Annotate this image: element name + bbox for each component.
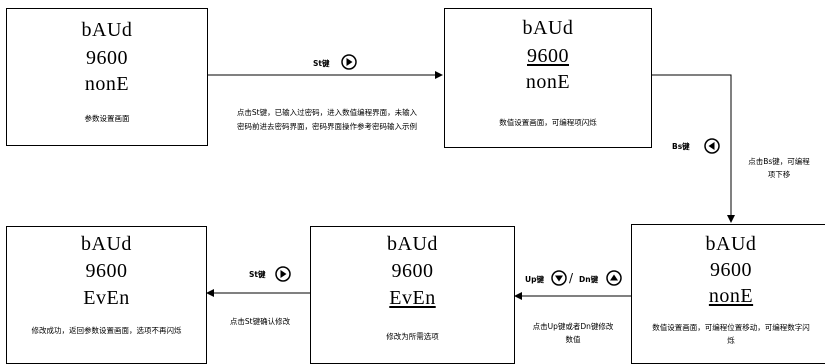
- display-line-1: bAUd: [81, 233, 132, 255]
- transition-note-line-2: 数值: [565, 335, 581, 344]
- transition-note-line-1: 点击St键，已输入过密码，进入数值编程界面，未输入: [236, 108, 418, 117]
- display-line-3-blinking: nonE: [708, 285, 754, 307]
- left-arrow-icon: [704, 138, 720, 154]
- st-key-label: St键: [249, 270, 266, 279]
- screen-caption-line-1: 数值设置画面，可编程位置移动，可编程数字闪: [652, 323, 810, 332]
- screen-option-modified: bAUd 9600 EvEn 修改为所需选项: [310, 226, 515, 364]
- st-key-label: St键: [313, 59, 330, 68]
- transition-note-line-1: 点击Up键或者Dn键修改: [532, 322, 614, 331]
- display-line-1: bAUd: [522, 17, 574, 39]
- display-line-1: bAUd: [81, 19, 133, 41]
- screen-caption: 修改成功，返回参数设置画面，选项不再闪烁: [31, 326, 182, 335]
- display-line-3: nonE: [84, 73, 130, 95]
- display-line-3: nonE: [525, 71, 571, 93]
- display-line-2: 9600: [710, 259, 752, 281]
- right-arrow-icon: [341, 54, 357, 70]
- transition-note-line-1: 点击Bs键，可编程: [748, 157, 810, 166]
- screen-value-setting: bAUd 9600 nonE 数值设置画面，可编程项闪烁: [444, 8, 652, 148]
- display-line-2: 9600: [85, 260, 128, 282]
- display-line-3: EvEn: [83, 287, 130, 309]
- transition-note-line-2: 项下移: [767, 170, 791, 179]
- bs-key-label: Bs键: [672, 142, 690, 151]
- display-line-2: 9600: [86, 47, 128, 69]
- screen-modify-success: bAUd 9600 EvEn 修改成功，返回参数设置画面，选项不再闪烁: [6, 226, 207, 364]
- down-arrow-icon: [551, 270, 567, 286]
- screen-caption: 修改为所需选项: [386, 332, 439, 341]
- arrow-screen2-to-screen3: [652, 74, 735, 223]
- display-line-1: bAUd: [387, 233, 438, 255]
- screen-value-editing: bAUd 9600 nonE 数值设置画面，可编程位置移动，可编程数字闪 烁: [631, 224, 825, 364]
- display-line-3-blinking: EvEn: [389, 287, 436, 309]
- display-line-2-blinking: 9600: [527, 45, 569, 67]
- screen-caption-line-2: 烁: [727, 336, 735, 345]
- transition-note-line-2: 密码前进去密码界面，密码界面操作参考密码输入示例: [237, 122, 417, 131]
- dn-key-label: Dn键: [579, 275, 599, 284]
- screen-caption: 参数设置画面: [84, 114, 130, 123]
- up-key-label: Up键: [525, 275, 544, 284]
- screen-param-setting: bAUd 9600 nonE 参数设置画面: [6, 8, 208, 146]
- display-line-2: 9600: [391, 260, 434, 282]
- transition-note: 点击St键确认修改: [229, 317, 291, 326]
- up-arrow-icon: [606, 270, 622, 286]
- screen-caption: 数值设置画面，可编程项闪烁: [499, 118, 597, 127]
- right-arrow-icon: [275, 266, 291, 282]
- key-separator: /: [569, 271, 574, 285]
- display-line-1: bAUd: [705, 233, 757, 255]
